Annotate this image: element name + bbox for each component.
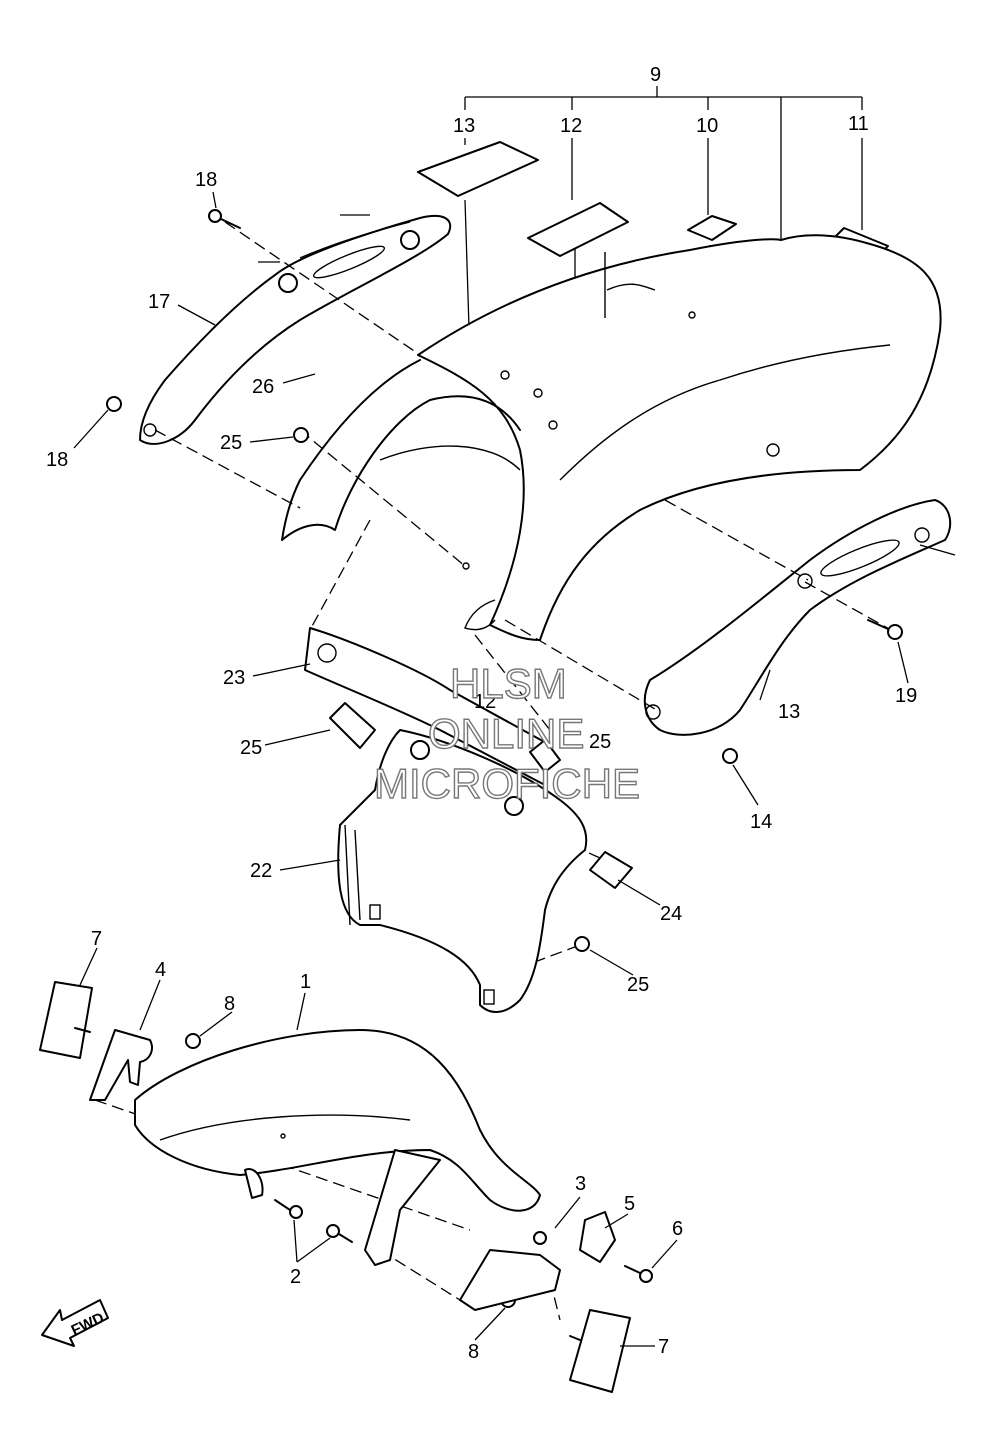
bolt-2-a: [274, 1199, 303, 1219]
callout-5: 5: [624, 1193, 635, 1215]
callout-20: 22: [250, 860, 272, 882]
callout-4: 4: [155, 959, 166, 981]
decal-12: [527, 202, 629, 257]
decal-10: [687, 215, 737, 241]
callout-9: 9: [650, 64, 661, 86]
callout-7-upper: 7: [91, 928, 102, 950]
plate-21: [304, 627, 551, 786]
block-22: [589, 851, 633, 889]
reflector-7-upper: [39, 981, 93, 1059]
callout-8-upper: 8: [224, 993, 235, 1015]
callout-25-lower: 25: [627, 974, 649, 996]
bracket-4: [89, 1029, 153, 1101]
callout-23: 25: [240, 737, 262, 759]
callout-26: 26: [252, 376, 274, 398]
watermark-line-1: HLSM: [450, 660, 567, 707]
bracket-lower: [459, 1249, 561, 1311]
callout-1: 1: [300, 971, 311, 993]
forward-direction-arrow: FWD: [41, 1299, 109, 1347]
callout-7-lower: 7: [658, 1336, 669, 1358]
callout-16: 14: [750, 811, 772, 833]
rear-rail-15: [643, 499, 956, 736]
callout-leaders: [73, 191, 909, 1347]
clip-16: [722, 748, 738, 764]
callout-8-lower: 8: [468, 1341, 479, 1363]
rivet-25-upper: [293, 427, 309, 443]
callout-15: 13: [778, 701, 800, 723]
callout-19-upper: 18: [195, 169, 217, 191]
reflector-7-lower: [569, 1309, 631, 1393]
callout-21: 23: [223, 667, 245, 689]
watermark-line-3: MICROFICHE: [374, 760, 640, 807]
callout-3: 3: [575, 1173, 586, 1195]
watermark-line-2: ONLINE: [428, 710, 584, 757]
block-23: [329, 702, 376, 749]
callout-17: 17: [148, 291, 170, 313]
decal-13: [417, 141, 539, 197]
bolt-6: [624, 1265, 653, 1283]
rivet-25-lower: [574, 936, 590, 952]
spacer-3: [533, 1231, 547, 1245]
fender-stay: [244, 1149, 441, 1266]
callout-2: 2: [290, 1266, 301, 1288]
callout-25-upper: 25: [220, 432, 242, 454]
bracket-5: [579, 1211, 616, 1263]
clip-18: [106, 396, 122, 412]
callout-18: 18: [46, 449, 68, 471]
callout-labels: 9 13 12 10 11 18 17 26 25 18 23 12 13 19…: [46, 64, 917, 1363]
block-24: [529, 739, 561, 773]
bolt-19-right: [867, 619, 903, 640]
rear-rail-17: [139, 214, 452, 445]
callout-12: 12: [560, 115, 582, 137]
callout-24: 25: [589, 731, 611, 753]
callout-14: 12: [474, 691, 496, 713]
bolt-19-left: [208, 209, 241, 229]
callout-11: 11: [848, 113, 869, 135]
bolt-2-b: [326, 1224, 353, 1243]
callout-10: 10: [696, 115, 718, 137]
callout-19-lower: 19: [895, 685, 917, 707]
callout-13: 13: [453, 115, 475, 137]
watermark: HLSM ONLINE MICROFICHE: [373, 659, 640, 807]
callout-6: 6: [672, 1218, 683, 1240]
rear-fender: [281, 234, 942, 641]
nut-8-upper: [185, 1033, 201, 1049]
callout-22: 24: [660, 903, 682, 925]
inner-fender-20: [337, 729, 588, 1013]
